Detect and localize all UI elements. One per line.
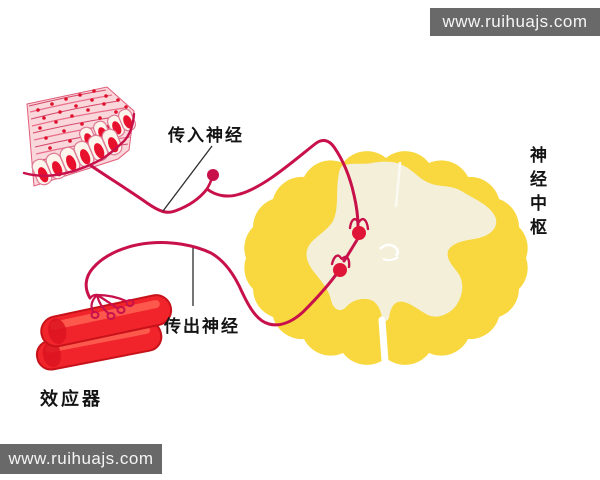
ganglion-cell-body: [207, 169, 219, 181]
afferent-pointer-line: [162, 145, 213, 212]
synapse-fork-2: [330, 254, 351, 269]
watermark-bottom-left: www.ruihuajs.com: [0, 444, 162, 474]
efferent-nerve-path: [84, 241, 342, 327]
tissue-cells: [31, 108, 137, 186]
central-canal: [379, 243, 400, 262]
ventral-fissure: [378, 316, 389, 365]
nerve-pathway: [22, 112, 370, 327]
receptor-nerve-edge: [22, 112, 136, 177]
interneuron-path: [342, 238, 359, 263]
afferent-nerve-label: 传入神经: [168, 126, 244, 145]
neuron-cell-body-1: [352, 226, 366, 240]
receptor-tissue: [26, 86, 137, 187]
effector-label: 效应器: [40, 389, 103, 409]
pointer-lines: [162, 145, 213, 306]
spinal-cord-section: [244, 151, 528, 365]
nerve-center-label: 神经中枢: [527, 146, 546, 242]
synapse-fork-1: [348, 217, 370, 231]
efferent-nerve-label: 传出神经: [164, 317, 240, 336]
dorsal-sulcus: [394, 161, 402, 208]
neuron-cell-body-2: [333, 263, 347, 277]
muscle-fiber-upper: [40, 294, 173, 348]
effector-muscle: [35, 294, 173, 371]
afferent-nerve-path: [88, 138, 360, 228]
watermark-top-right: www.ruihuajs.com: [430, 8, 600, 36]
motor-end-plates: [88, 293, 135, 320]
